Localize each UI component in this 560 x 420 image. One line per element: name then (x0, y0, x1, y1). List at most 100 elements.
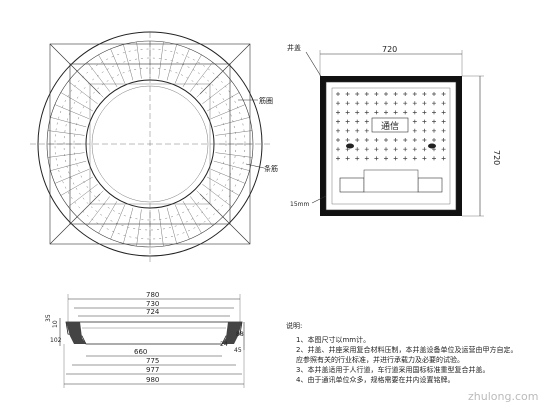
pattern-cross (336, 147, 340, 152)
lip-left (66, 322, 86, 344)
pattern-cross (393, 156, 398, 161)
note-4: 3、本井盖适用于人行道，车行道采用国标标准重型复合井盖。 (296, 365, 489, 374)
dim-right-2: 88 (236, 331, 244, 338)
pattern-cross (364, 156, 369, 161)
pattern-cross (441, 101, 446, 106)
pattern-cross (422, 119, 427, 124)
dim-left-2: 102 (50, 337, 62, 344)
pattern-cross (422, 101, 427, 106)
label-ring: 筋圈 (259, 96, 273, 105)
pattern-cross (355, 92, 360, 96)
pattern-cross (355, 119, 360, 124)
pattern-cross (412, 119, 417, 124)
pattern-cross (364, 119, 369, 124)
pattern-cross (412, 110, 417, 115)
pattern-cross (432, 101, 436, 106)
center-label-box (371, 117, 409, 133)
pattern-cross (432, 119, 436, 124)
notes-heading: 说明: (286, 321, 302, 330)
notes-block: 说明: 1、本图尺寸以mm计。 2、井盖、井座采用复合材料压制，本井盖设备单位及… (286, 321, 517, 384)
leader-15mm (311, 195, 327, 204)
pattern-cross (384, 92, 388, 96)
dim-top-0: 780 (146, 291, 159, 299)
dim-right-value: 720 (492, 150, 501, 165)
dim-top-1: 730 (146, 300, 159, 308)
pattern-cross (441, 119, 446, 124)
pattern-cross (403, 156, 408, 161)
pattern-cross (412, 156, 417, 161)
dim-bottom-3: 980 (146, 376, 159, 384)
pattern-cross (422, 128, 427, 133)
section-outline (65, 321, 243, 345)
rebar-line (210, 104, 246, 119)
rebar-line (136, 41, 142, 79)
rebar-line (98, 201, 118, 234)
rebar-line (47, 130, 85, 136)
pattern-cross (374, 110, 379, 115)
pattern-cross (393, 147, 398, 152)
pattern-cross (355, 101, 360, 106)
pattern-cross (374, 147, 379, 152)
pattern-cross (441, 110, 446, 115)
pattern-cross (345, 128, 350, 133)
rebar-ring (63, 57, 237, 231)
panel-right (417, 177, 443, 193)
pattern-cross (384, 101, 388, 106)
pattern-cross (403, 138, 408, 142)
rebar-line (215, 130, 253, 136)
rebar-line (54, 104, 90, 119)
pattern-cross (412, 147, 417, 152)
rebar-ring (54, 48, 246, 240)
rebar-line (207, 92, 240, 112)
pattern-cross (384, 156, 388, 161)
dim-right-1: 45 (234, 347, 242, 354)
pattern-cross (364, 101, 369, 106)
pattern-cross (355, 128, 360, 133)
rebar-line (182, 54, 202, 87)
pattern-cross (393, 92, 398, 96)
pattern-cross (393, 110, 398, 115)
pattern-cross (345, 101, 350, 106)
keyhole-right (428, 143, 436, 149)
dim-bottom-1: 775 (146, 357, 159, 365)
pattern-cross (432, 138, 436, 142)
pattern-cross (355, 110, 360, 115)
dim-right-0: 24 (220, 341, 228, 348)
pattern-cross (393, 101, 398, 106)
rebar-line (190, 62, 213, 92)
rebar-line (68, 184, 98, 207)
center-label: 通信 (381, 120, 399, 132)
pattern-cross (345, 92, 350, 96)
rebar-radials (47, 41, 253, 247)
rebar-line (158, 41, 164, 79)
pattern-cross (422, 138, 427, 142)
rebar-line (68, 81, 98, 104)
pattern-cross (374, 138, 379, 142)
dim-top-value: 720 (382, 45, 397, 54)
pattern-cross (364, 110, 369, 115)
pattern-cross (336, 101, 340, 106)
cover-view: 720 720 井盖 通信 15mm (287, 43, 501, 217)
rebar-line (60, 92, 93, 112)
rebar-line (210, 169, 246, 184)
pattern-cross (441, 147, 446, 152)
pattern-cross (384, 147, 388, 152)
pattern-cross (374, 101, 379, 106)
pattern-cross (412, 101, 417, 106)
cover-inner-border (331, 87, 451, 205)
rebar-ring (73, 67, 227, 221)
pattern-cross (403, 110, 408, 115)
pattern-cross (384, 138, 388, 142)
dim-left-1: 10 (52, 320, 59, 328)
pattern-cross (355, 138, 360, 142)
rebar-line (136, 209, 142, 247)
leader-bar (245, 163, 265, 169)
pattern-cross (441, 128, 446, 133)
rebar-line (123, 44, 134, 81)
rebar-line (166, 44, 177, 81)
pattern-cross (412, 138, 417, 142)
pattern-cross (336, 119, 340, 124)
pattern-cross (384, 110, 388, 115)
pattern-cross (403, 92, 408, 96)
note-2: 2、井盖、井座采用复合材料压制，本井盖设备单位及运营由甲方自定。 (296, 345, 517, 354)
